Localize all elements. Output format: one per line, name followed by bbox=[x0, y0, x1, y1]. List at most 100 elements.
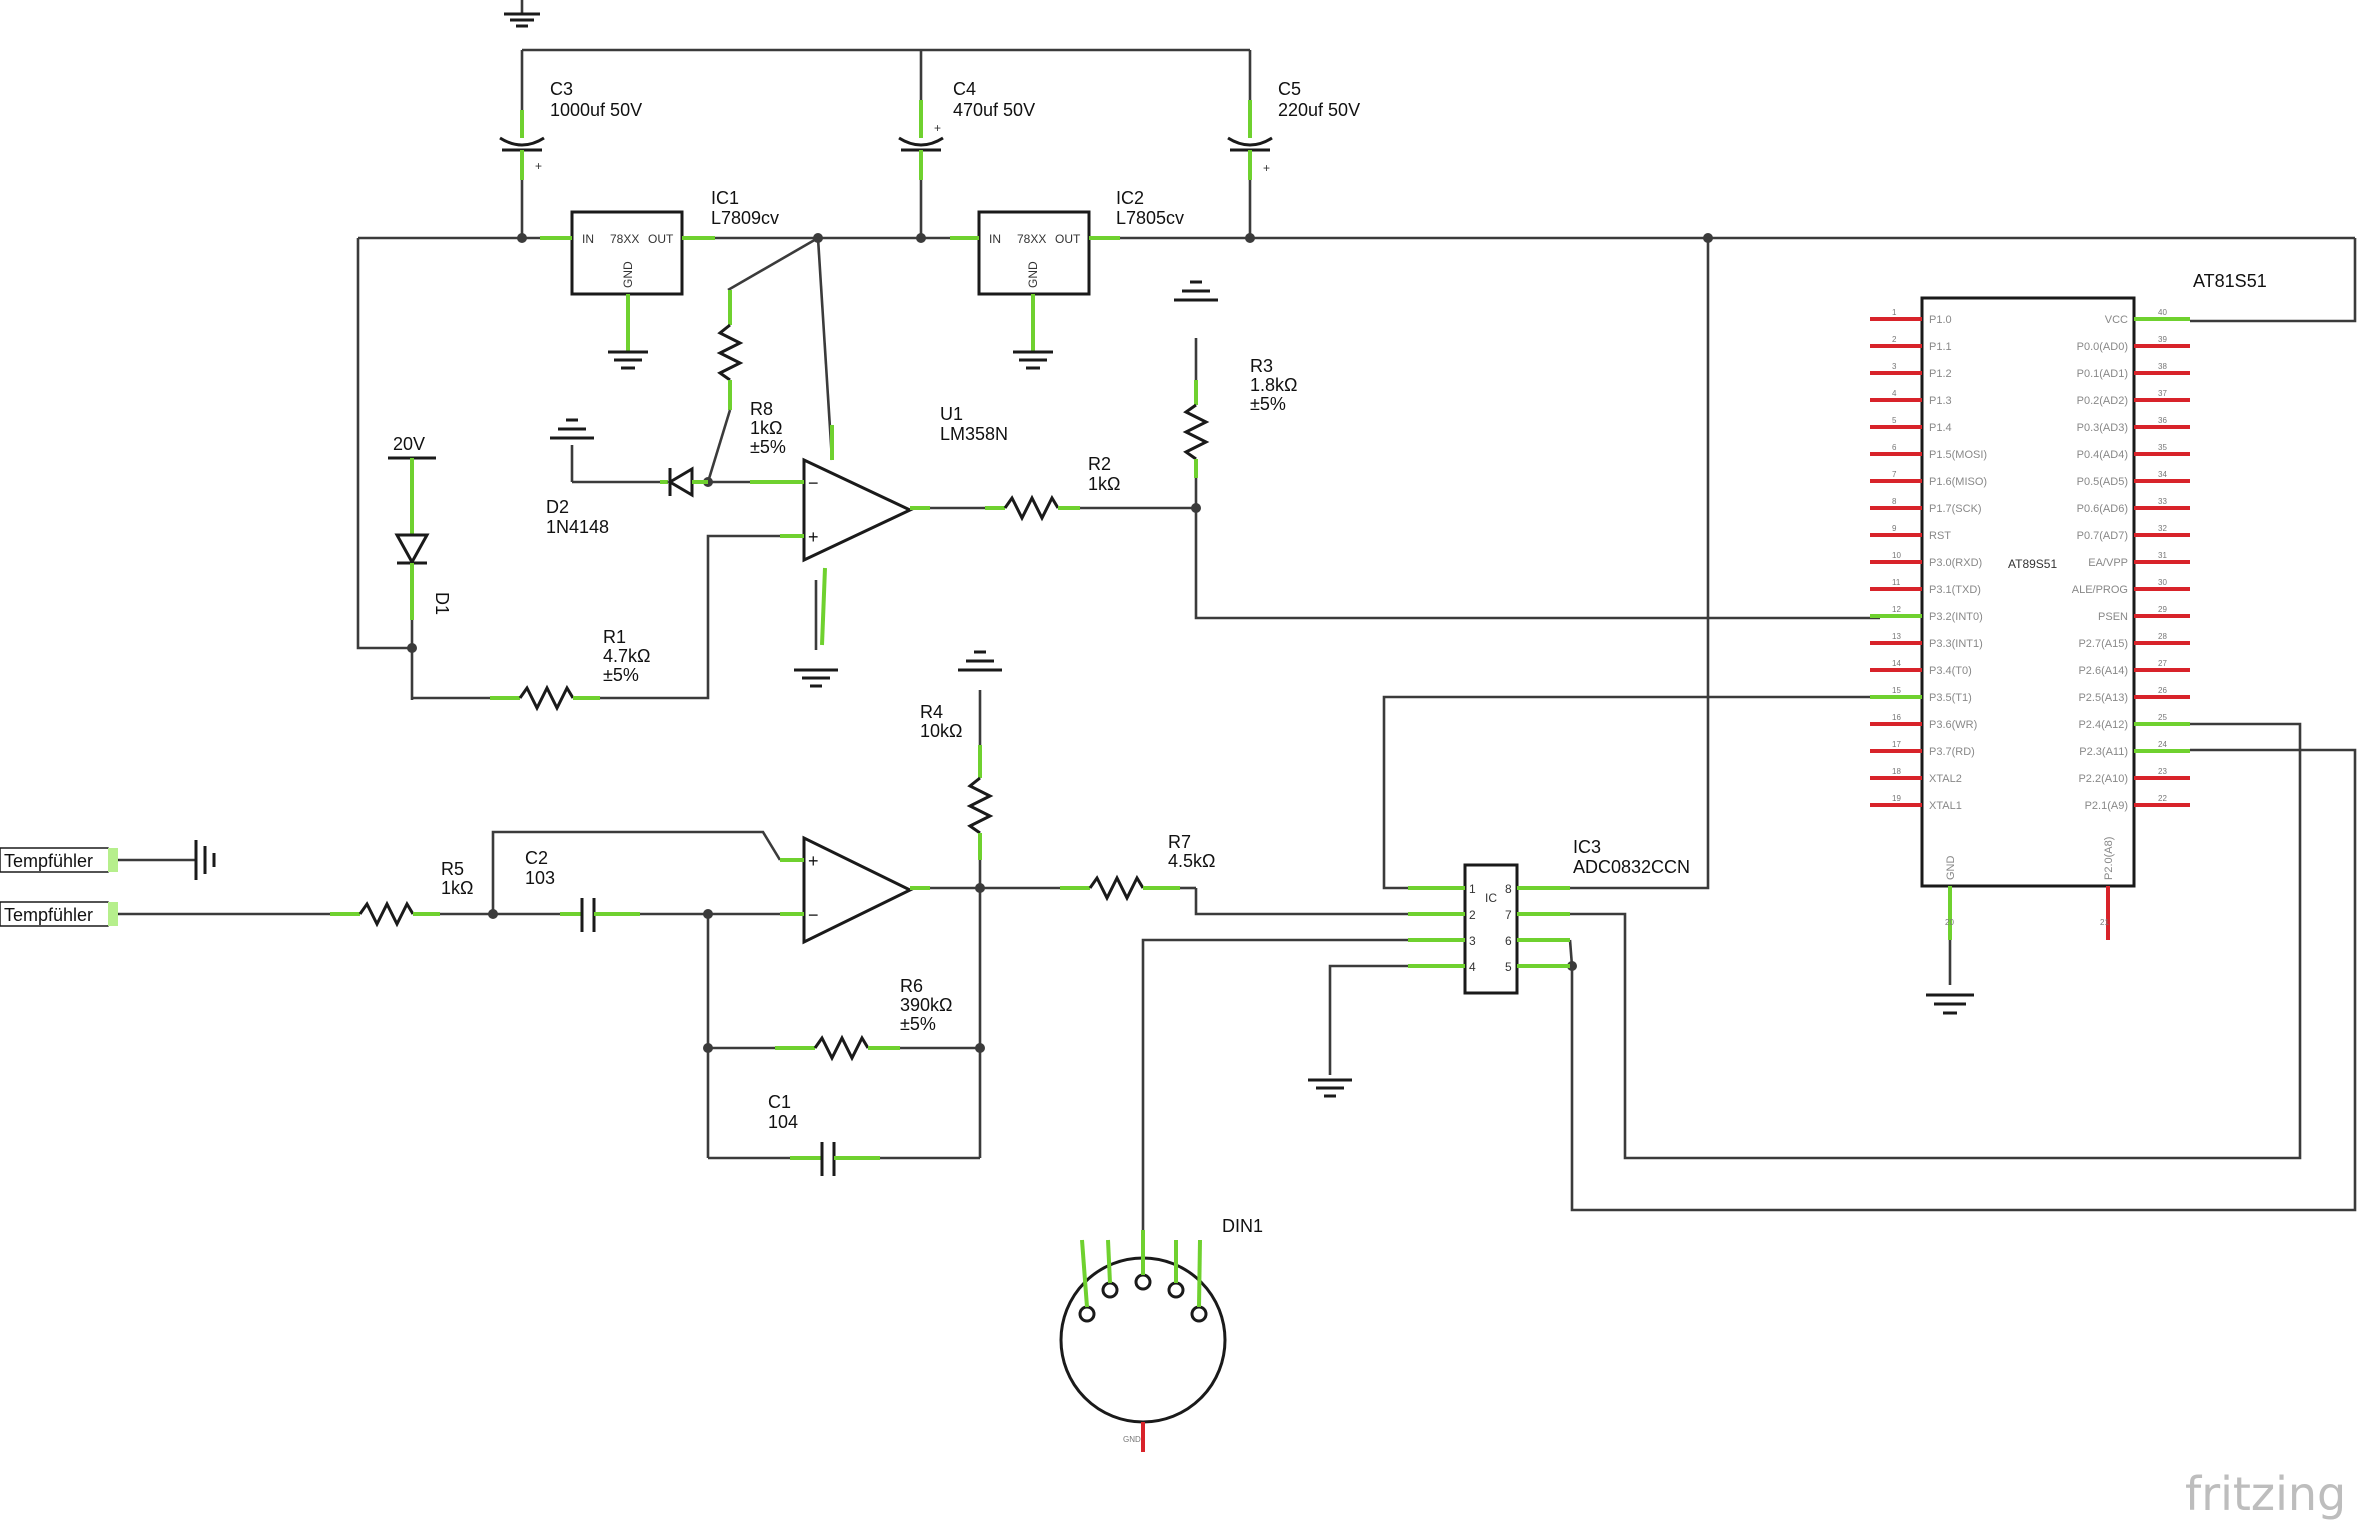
resistor-r1[interactable]: R1 4.7kΩ ±5% bbox=[490, 627, 650, 712]
r5-value: 1kΩ bbox=[441, 878, 473, 898]
svg-text:+: + bbox=[1263, 161, 1270, 175]
mcu-pin-label: P1.3 bbox=[1929, 395, 1952, 407]
u1b-plus: + bbox=[808, 851, 819, 871]
mcu-pin-num: 25 bbox=[2158, 713, 2167, 722]
capacitor-c3[interactable]: + C3 1000uf 50V bbox=[499, 79, 642, 180]
ic3-pin-num: 7 bbox=[1505, 908, 1512, 922]
ic3-ref: IC3 bbox=[1573, 837, 1601, 857]
ic1-ref: IC1 bbox=[711, 188, 739, 208]
mcu-pin-num: 8 bbox=[1892, 497, 1897, 506]
r3-tol: ±5% bbox=[1250, 394, 1286, 414]
mcu-pin-num: 14 bbox=[1892, 659, 1901, 668]
mcu-pin-num: 6 bbox=[1892, 443, 1897, 452]
r6-ref: R6 bbox=[900, 976, 923, 996]
mcu-pin-num: 13 bbox=[1892, 632, 1901, 641]
mcu-pin-num: 37 bbox=[2158, 389, 2167, 398]
mcu-pin-label: VCC bbox=[2105, 314, 2128, 326]
ic3-pin-num: 3 bbox=[1469, 934, 1476, 948]
mcu-pin-num: 24 bbox=[2158, 740, 2167, 749]
ground-icon bbox=[1308, 1078, 1352, 1098]
d2-ref: D2 bbox=[546, 497, 569, 517]
probe-connector-2[interactable]: Tempfühler bbox=[0, 901, 119, 927]
din-gnd-label: GND bbox=[1123, 1435, 1141, 1444]
c1-ref: C1 bbox=[768, 1092, 791, 1112]
mcu-pin-num: 22 bbox=[2158, 794, 2167, 803]
c5-ref: C5 bbox=[1278, 79, 1301, 99]
capacitor-c5[interactable]: + C5 220uf 50V bbox=[1227, 79, 1360, 180]
mcu-pin-label: ALE/PROG bbox=[2072, 584, 2128, 596]
capacitor-c4[interactable]: + C4 470uf 50V bbox=[898, 79, 1035, 180]
ic3-pin-num: 4 bbox=[1469, 960, 1476, 974]
ic1-in-label: IN bbox=[582, 232, 594, 246]
probe-connector-1[interactable]: Tempfühler bbox=[0, 847, 119, 873]
mcu-pin-label: P1.4 bbox=[1929, 422, 1952, 434]
mcu-pin-label: P2.4(A12) bbox=[2078, 719, 2128, 731]
ic1-value: L7809cv bbox=[711, 208, 779, 228]
ground-icon bbox=[1926, 993, 1974, 1015]
c3-ref: C3 bbox=[550, 79, 573, 99]
resistor-r3[interactable]: R3 1.8kΩ ±5% bbox=[1182, 356, 1297, 478]
opamp-u1[interactable]: − + U1 LM358N bbox=[750, 404, 1008, 646]
junctions bbox=[407, 233, 1713, 1053]
mcu-pin-label: P3.4(T0) bbox=[1929, 665, 1972, 677]
ic3-body: IC bbox=[1485, 891, 1497, 905]
mcu-pin-label: P3.2(INT0) bbox=[1929, 611, 1983, 623]
resistor-r7[interactable]: R7 4.5kΩ bbox=[1060, 832, 1215, 902]
mcu-pin-label: P0.3(AD3) bbox=[2077, 422, 2128, 434]
regulator-ic2[interactable]: IN 78XX OUT GND IC2 L7805cv bbox=[950, 188, 1184, 330]
r6-value: 390kΩ bbox=[900, 995, 953, 1015]
supply-20v-label: 20V bbox=[393, 434, 425, 454]
resistor-r8[interactable]: R8 1kΩ ±5% bbox=[706, 290, 786, 483]
din-connector[interactable]: GND DIN1 bbox=[1059, 1216, 1263, 1452]
diode-d2[interactable]: D2 1N4148 bbox=[546, 466, 708, 537]
mcu-pin-num: 26 bbox=[2158, 686, 2167, 695]
mcu-pin-num: 4 bbox=[1892, 389, 1897, 398]
mcu-pin-label: P3.6(WR) bbox=[1929, 719, 1977, 731]
mcu-pin-num: 9 bbox=[1892, 524, 1897, 533]
svg-text:+: + bbox=[535, 159, 542, 173]
r1-tol: ±5% bbox=[603, 665, 639, 685]
resistor-r5[interactable]: R5 1kΩ bbox=[330, 859, 473, 928]
mcu-pin-label: P0.5(AD5) bbox=[2077, 476, 2128, 488]
r4-ref: R4 bbox=[920, 702, 943, 722]
diode-d1[interactable]: 20V D1 bbox=[388, 434, 452, 648]
mcu-pin-label: P0.4(AD4) bbox=[2077, 449, 2128, 461]
mcu-pin-label: P1.1 bbox=[1929, 341, 1952, 353]
regulator-ic1[interactable]: IN 78XX OUT GND IC1 L7809cv bbox=[540, 188, 779, 330]
ic2-body: 78XX bbox=[1017, 232, 1046, 246]
resistor-r2[interactable]: R2 1kΩ bbox=[985, 454, 1120, 522]
mcu-at89s51[interactable]: AT81S51 AT89S51 1P1.02P1.13P1.24P1.35P1.… bbox=[1870, 271, 2267, 940]
mcu-pin-label: P1.2 bbox=[1929, 368, 1952, 380]
mcu-pin-num: 19 bbox=[1892, 794, 1901, 803]
wires bbox=[118, 48, 2357, 1230]
mcu-pin-label: P3.1(TXD) bbox=[1929, 584, 1981, 596]
capacitor-c1[interactable]: C1 104 bbox=[768, 1092, 880, 1176]
mcu-pin-num: 27 bbox=[2158, 659, 2167, 668]
mcu-pin-num: 31 bbox=[2158, 551, 2167, 560]
ground-symbols bbox=[194, 0, 1974, 1098]
mcu-pin-num: 33 bbox=[2158, 497, 2167, 506]
mcu-pin-num: 1 bbox=[1892, 308, 1897, 317]
ground-icon bbox=[550, 418, 594, 440]
r8-tol: ±5% bbox=[750, 437, 786, 457]
d1-ref: D1 bbox=[432, 592, 452, 615]
mcu-pin-label: P2.2(A10) bbox=[2078, 773, 2128, 785]
c5-value: 220uf 50V bbox=[1278, 100, 1360, 120]
probe-2-label: Tempfühler bbox=[4, 905, 93, 925]
resistor-r6[interactable]: R6 390kΩ ±5% bbox=[775, 976, 953, 1062]
ic2-gnd-label: GND bbox=[1026, 261, 1040, 288]
adc-ic3[interactable]: IC 1 2 3 4 8 7 6 5 IC3 ADC0832CCN bbox=[1408, 837, 1690, 995]
capacitor-c2[interactable]: C2 103 bbox=[525, 848, 640, 932]
mcu-pin-num: 2 bbox=[1892, 335, 1897, 344]
c2-ref: C2 bbox=[525, 848, 548, 868]
ground-icon bbox=[958, 650, 1002, 672]
mcu-pin-label: P3.0(RXD) bbox=[1929, 557, 1982, 569]
mcu-pin-num: 17 bbox=[1892, 740, 1901, 749]
resistor-r4[interactable]: R4 10kΩ bbox=[920, 702, 994, 860]
opamp-u1b[interactable]: + − bbox=[780, 835, 930, 945]
r7-ref: R7 bbox=[1168, 832, 1191, 852]
ic3-pin-num: 1 bbox=[1469, 882, 1476, 896]
mcu-pin-label: P2.1(A9) bbox=[2085, 800, 2128, 812]
mcu-pin-label: P0.0(AD0) bbox=[2077, 341, 2128, 353]
mcu-pin-num: 20 bbox=[1945, 918, 1954, 927]
